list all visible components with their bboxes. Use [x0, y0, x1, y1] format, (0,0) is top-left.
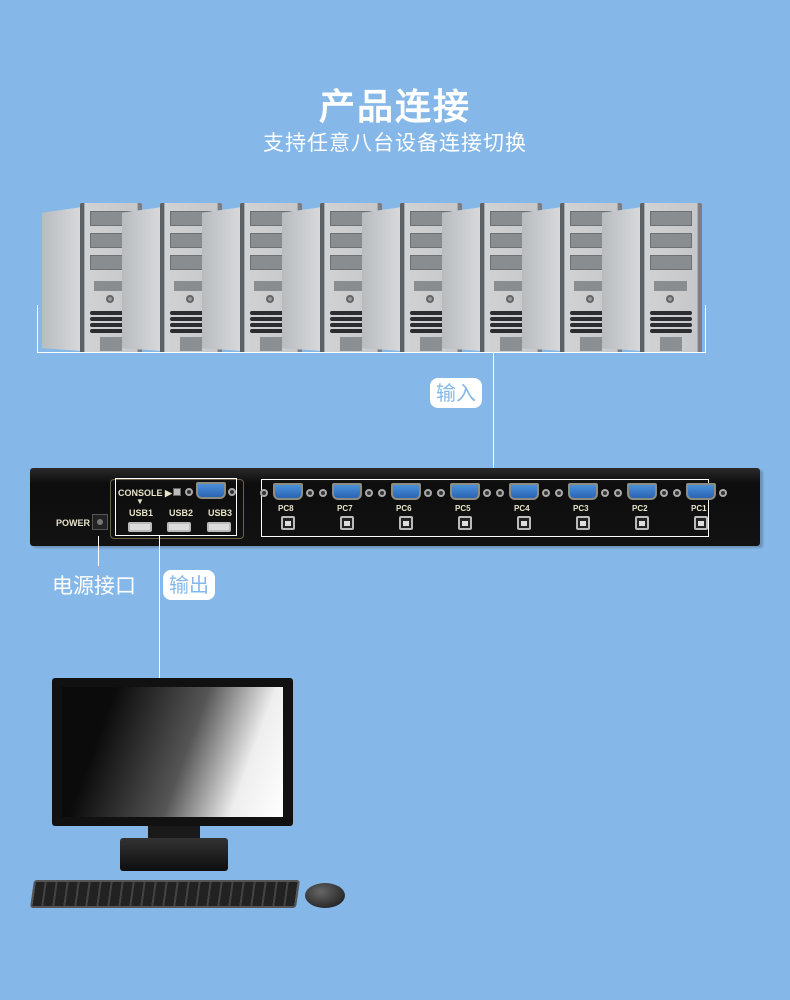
- usb-b-port: [517, 516, 531, 530]
- output-label: 输出: [163, 570, 215, 600]
- vga-port: [391, 483, 421, 500]
- screw-icon: [306, 489, 314, 497]
- pc-port-label: PC8: [278, 504, 294, 513]
- console-panel: [110, 479, 244, 539]
- page-subtitle: 支持任意八台设备连接切换: [263, 131, 527, 155]
- power-port-label: 电源接口: [52, 574, 136, 598]
- monitor-neck: [148, 826, 200, 840]
- computer-tower: [602, 203, 702, 353]
- screw-icon: [601, 489, 609, 497]
- monitor: [52, 678, 293, 826]
- usb-a-port: [167, 522, 191, 532]
- screw-icon: [378, 489, 386, 497]
- usb-b-port: [458, 516, 472, 530]
- console-usb-b-port: [173, 488, 181, 496]
- screw-icon: [483, 489, 491, 497]
- screw-icon: [614, 489, 622, 497]
- screw-icon: [319, 489, 327, 497]
- screw-icon: [365, 489, 373, 497]
- monitor-screen: [62, 687, 283, 817]
- screw-icon: [260, 489, 268, 497]
- input-bracket: [37, 305, 706, 353]
- screw-icon: [437, 489, 445, 497]
- computer-tower: [362, 203, 462, 353]
- vga-port: [273, 483, 303, 500]
- pc-port-label: PC2: [632, 504, 648, 513]
- power-label: POWER: [56, 518, 91, 528]
- screw-icon: [555, 489, 563, 497]
- vga-port: [568, 483, 598, 500]
- screw-icon: [496, 489, 504, 497]
- pc-port-label: PC1: [691, 504, 707, 513]
- screw-icon: [185, 488, 193, 496]
- usb-label: USB1: [129, 508, 154, 518]
- screw-icon: [228, 488, 236, 496]
- computer-tower: [442, 203, 542, 353]
- input-connector-line: [493, 353, 494, 475]
- input-label: 输入: [430, 378, 482, 408]
- mouse: [305, 883, 345, 908]
- pc-port-label: PC3: [573, 504, 589, 513]
- console-vga-port: [196, 482, 226, 499]
- usb-b-port: [340, 516, 354, 530]
- screw-icon: [542, 489, 550, 497]
- pc-port-label: PC7: [337, 504, 353, 513]
- screw-icon: [673, 489, 681, 497]
- vga-port: [686, 483, 716, 500]
- usb-a-port: [207, 522, 231, 532]
- usb-b-port: [399, 516, 413, 530]
- vga-port: [627, 483, 657, 500]
- power-connector-line: [98, 536, 99, 566]
- usb-a-port: [128, 522, 152, 532]
- usb-label: USB3: [208, 508, 233, 518]
- output-connector-line: [159, 536, 160, 678]
- screw-icon: [660, 489, 668, 497]
- pc-port-label: PC6: [396, 504, 412, 513]
- pc-port-label: PC4: [514, 504, 530, 513]
- vga-port: [332, 483, 362, 500]
- output-highlight: [115, 478, 237, 536]
- monitor-stand: [120, 838, 228, 871]
- usb-label: USB2: [169, 508, 194, 518]
- usb-b-port: [694, 516, 708, 530]
- power-jack: [92, 514, 108, 530]
- computer-tower: [282, 203, 382, 353]
- console-label: CONSOLE ▶: [118, 488, 172, 498]
- vga-port: [450, 483, 480, 500]
- computer-tower: [122, 203, 222, 353]
- usb-b-port: [576, 516, 590, 530]
- console-arrow-icon: ▼: [136, 497, 144, 506]
- console-text: CONSOLE: [118, 488, 163, 498]
- pc-port-label: PC5: [455, 504, 471, 513]
- usb-b-port: [281, 516, 295, 530]
- page-title: 产品连接: [318, 87, 471, 128]
- kvm-switch: POWER CONSOLE ▶ ▼ USB1 USB2 USB3 PC8 PC7…: [30, 468, 760, 546]
- screw-icon: [719, 489, 727, 497]
- vga-port: [509, 483, 539, 500]
- usb-b-port: [635, 516, 649, 530]
- keyboard: [30, 880, 300, 908]
- screw-icon: [424, 489, 432, 497]
- input-highlight: [261, 479, 709, 537]
